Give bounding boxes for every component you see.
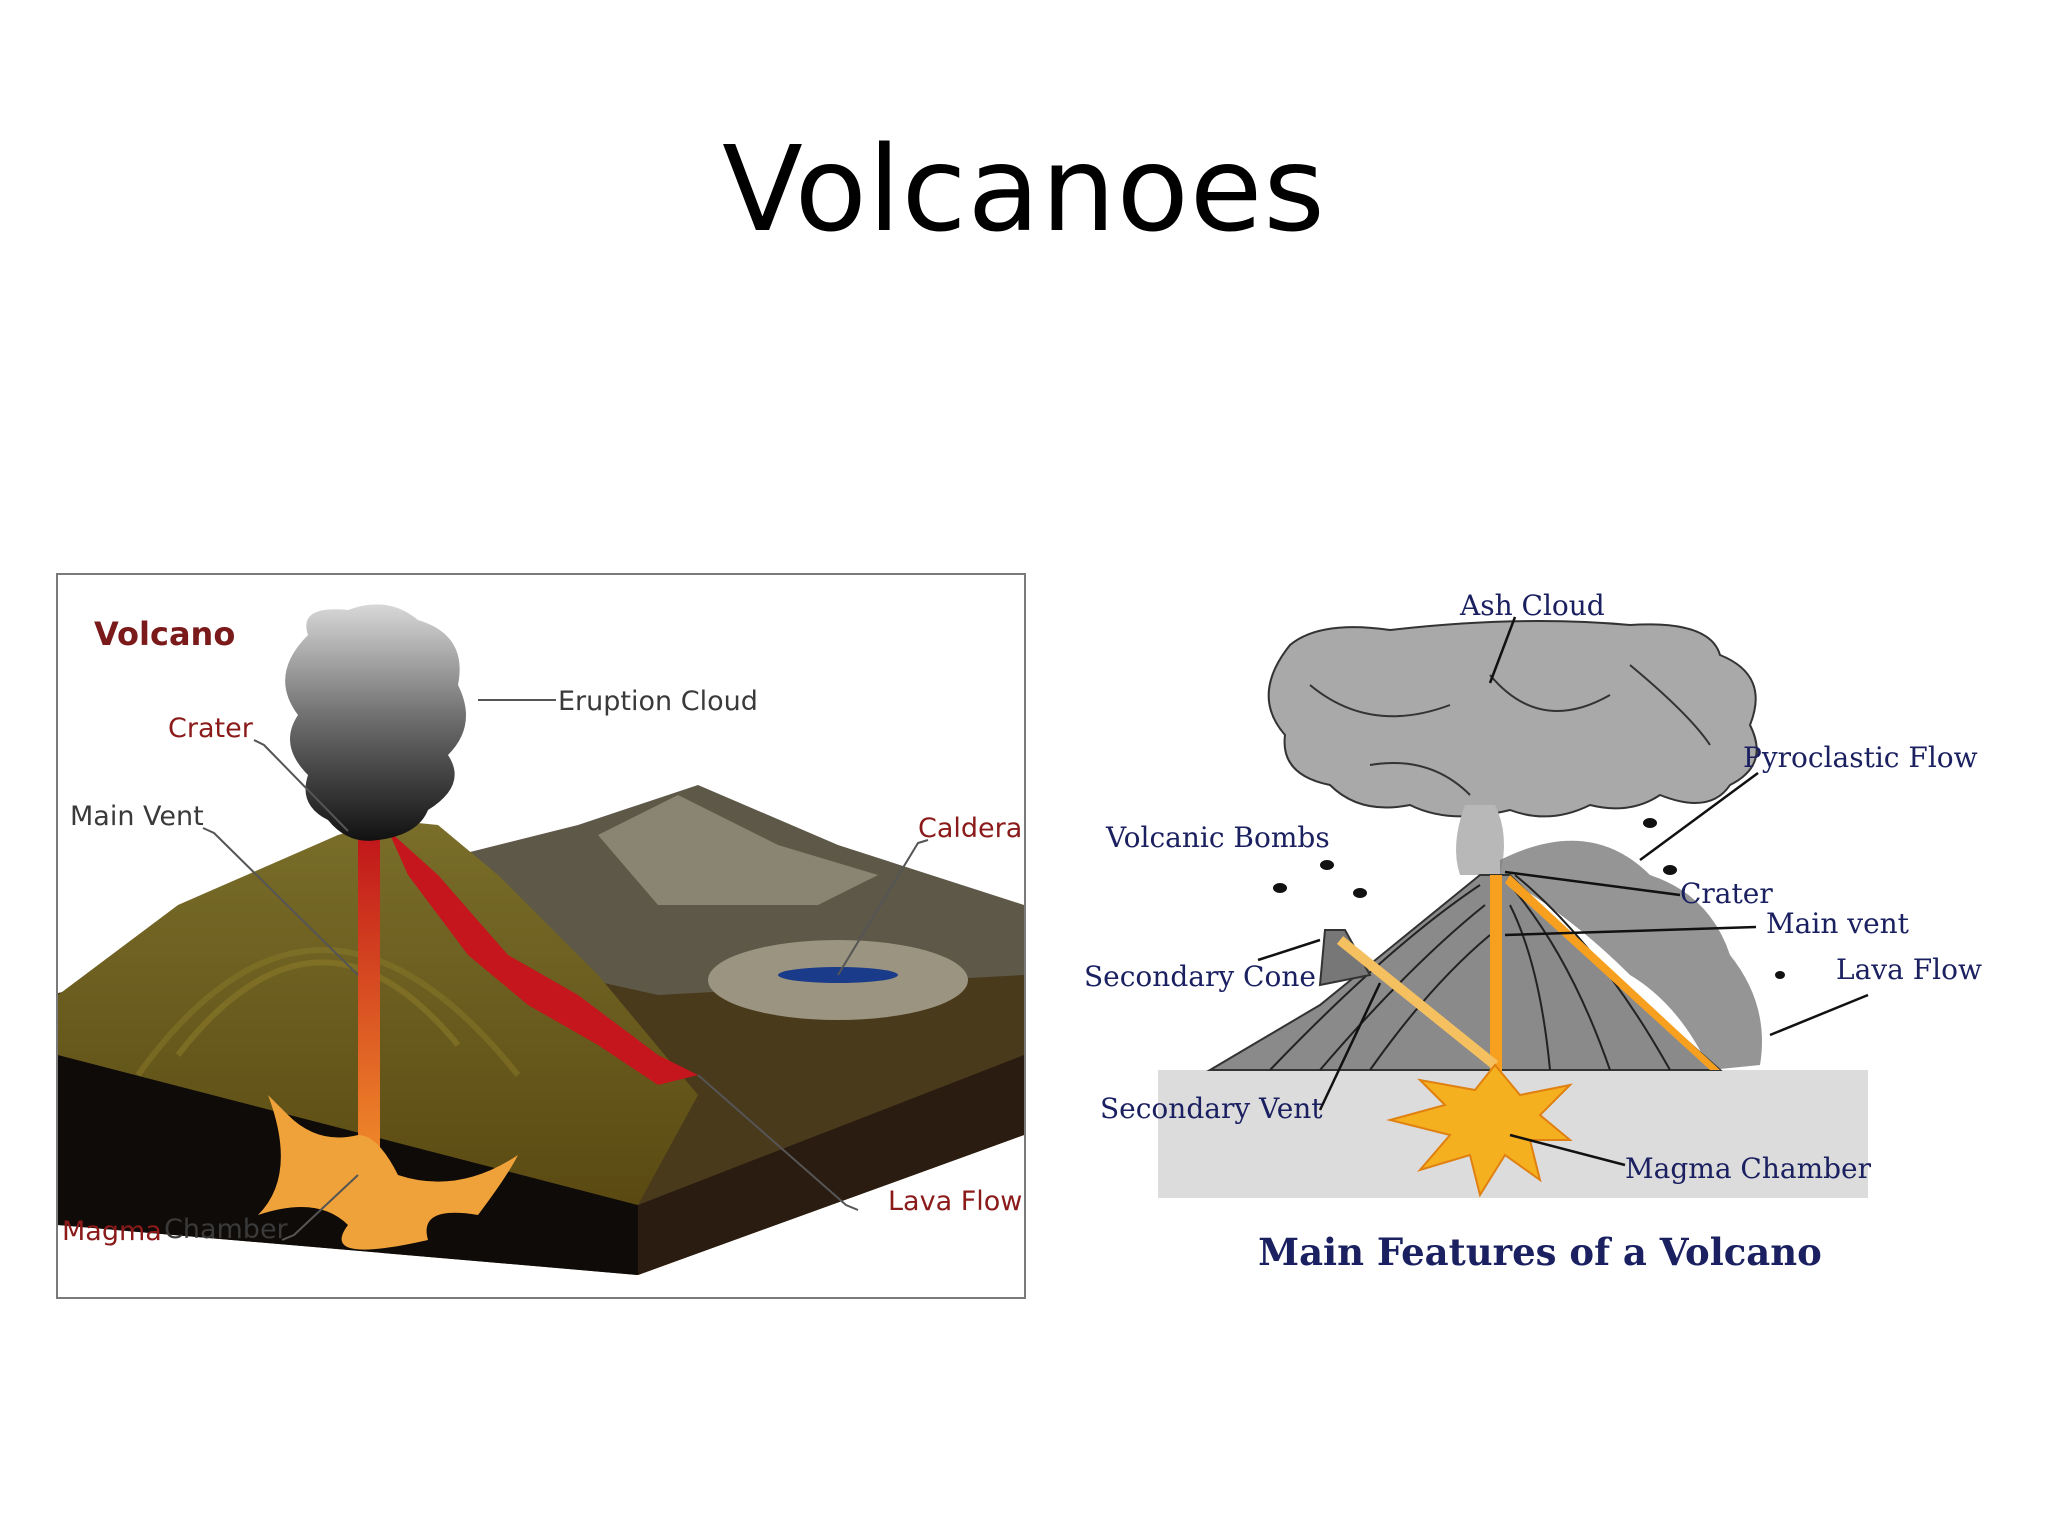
slide-title: Volcanoes bbox=[722, 120, 1326, 258]
label-crater: Crater bbox=[1680, 877, 1773, 910]
magma-chamber-shape bbox=[1386, 1063, 1574, 1198]
label-magma: Magma bbox=[62, 1216, 162, 1247]
cloud-stem bbox=[1456, 805, 1504, 875]
label-pyroclastic-flow: Pyroclastic Flow bbox=[1743, 741, 1978, 774]
distant-ridge bbox=[598, 795, 878, 905]
label-chamber: Chamber bbox=[164, 1214, 289, 1245]
lava-flow-path bbox=[388, 830, 698, 1085]
ash-cloud-shape bbox=[1267, 620, 1758, 818]
volcano-features-diagram: Ash Cloud Pyroclastic Flow Volcanic Bomb… bbox=[1070, 575, 2010, 1300]
label-secondary-vent: Secondary Vent bbox=[1100, 1092, 1323, 1125]
lava-flow-stripe bbox=[1505, 875, 1720, 1070]
label-caldera: Caldera bbox=[918, 813, 1022, 844]
label-magma-chamber: Magma Chamber bbox=[1625, 1152, 1872, 1185]
diagram-caption: Main Features of a Volcano bbox=[1258, 1230, 1822, 1274]
diagram-heading: Volcano bbox=[94, 615, 235, 653]
volcanic-bomb-dots bbox=[1273, 818, 1785, 979]
main-vent-conduit bbox=[358, 830, 380, 1160]
label-main-vent: Main Vent bbox=[70, 801, 204, 832]
label-lava-flow: Lava Flow bbox=[1836, 953, 1982, 986]
volcano-illustration: Volcano Eruption Cloud Crater Main Vent … bbox=[58, 604, 1024, 1275]
secondary-vent-conduit bbox=[1336, 936, 1499, 1069]
eruption-cloud-shape bbox=[285, 604, 466, 841]
label-eruption-cloud: Eruption Cloud bbox=[558, 686, 758, 717]
volcano-cross-section-diagram: Volcano Eruption Cloud Crater Main Vent … bbox=[56, 573, 1026, 1299]
ground-side-face bbox=[638, 1055, 1024, 1275]
label-crater: Crater bbox=[168, 713, 254, 744]
label-main-vent: Main vent bbox=[1766, 907, 1910, 940]
label-volcanic-bombs: Volcanic Bombs bbox=[1105, 821, 1330, 854]
label-secondary-cone: Secondary Cone bbox=[1084, 960, 1316, 993]
pyroclastic-flow-smoke bbox=[1500, 840, 1762, 1070]
label-ash-cloud: Ash Cloud bbox=[1459, 589, 1605, 622]
main-vent-conduit bbox=[1490, 875, 1502, 1075]
secondary-cone-shape bbox=[1318, 929, 1372, 987]
label-lava-flow: Lava Flow bbox=[888, 1186, 1022, 1217]
volcano-features-illustration: Ash Cloud Pyroclastic Flow Volcanic Bomb… bbox=[1084, 589, 1982, 1274]
magma-chamber-shape bbox=[258, 1095, 518, 1250]
